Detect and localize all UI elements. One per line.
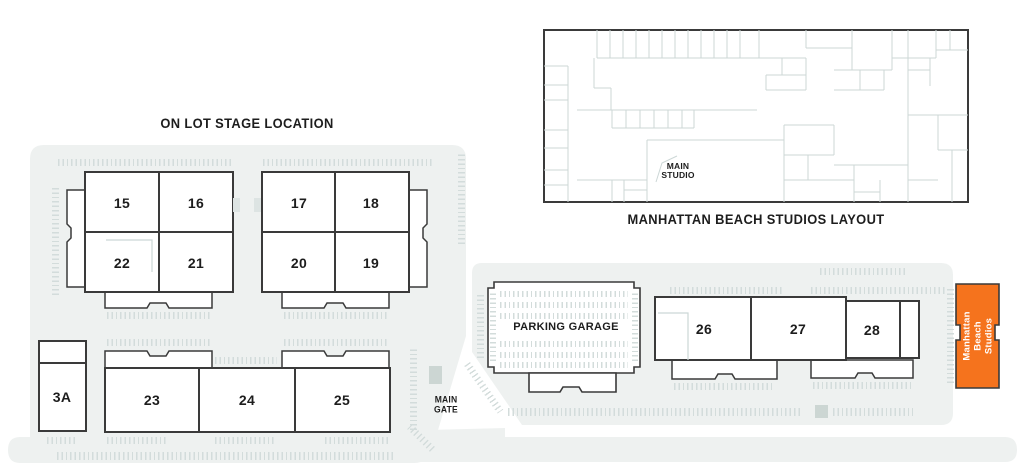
stage-label-19: 19: [362, 255, 380, 271]
garage-row-hatch: [500, 362, 628, 368]
service-road-band: [410, 437, 1017, 462]
road-merge-fill: [426, 428, 505, 440]
stage-label-16: 16: [187, 195, 205, 211]
stage-dock-north: [281, 350, 390, 369]
garage-row-hatch: [500, 313, 628, 319]
main-studio-line2: STUDIO: [661, 170, 695, 180]
garage-row-hatch: [500, 302, 628, 308]
parking-row-hatch: [215, 357, 277, 364]
stage-label-23: 23: [143, 392, 161, 408]
parking-row-hatch: [57, 452, 393, 460]
stage-dock-south: [671, 359, 778, 380]
stage-label-22: 22: [113, 255, 131, 271]
stage-block-23-25: [104, 350, 391, 433]
parking-row-hatch: [107, 339, 212, 346]
mbs-badge-line1: Manhattan Beach: [961, 311, 984, 361]
on-lot-title: ON LOT STAGE LOCATION: [160, 115, 334, 131]
main-studio-label: MAIN STUDIO: [661, 162, 694, 180]
garage-col-hatch: [632, 293, 638, 361]
parking-row-hatch: [58, 159, 233, 166]
parking-row-hatch: [284, 312, 387, 319]
stage-label-24: 24: [238, 392, 256, 408]
stage-block-15-22: [66, 171, 234, 309]
parking-row-hatch: [820, 268, 907, 275]
parking-row-hatch: [813, 382, 913, 389]
parking-row-hatch: [508, 408, 803, 416]
parking-row-hatch: [284, 339, 387, 346]
garage-col-hatch: [490, 293, 496, 361]
service-gate-booth: [815, 405, 828, 418]
stage-dock-south: [281, 291, 390, 309]
garage-row-hatch: [500, 341, 628, 347]
stage-annex-west: [66, 189, 86, 288]
main-gate-line1: MAIN: [434, 394, 458, 405]
garage-row-hatch: [500, 352, 628, 358]
stage-label-25: 25: [333, 392, 351, 408]
layout-caption: MANHATTAN BEACH STUDIOS LAYOUT: [627, 211, 885, 227]
parking-row-hatch: [410, 348, 417, 430]
parking-row-hatch: [477, 293, 484, 358]
mbs-badge-label: Manhattan Beach Studios: [962, 311, 995, 360]
parking-row-hatch: [833, 408, 913, 416]
garage-row-hatch: [500, 291, 628, 297]
garage-dock-south: [528, 372, 617, 393]
parking-row-hatch: [107, 437, 167, 444]
stage-side-tab: [233, 198, 240, 212]
main-gate-booth: [429, 366, 442, 384]
stage-dock-north: [104, 350, 213, 369]
stage-block-17-20: [261, 171, 428, 309]
parking-garage-label: PARKING GARAGE: [513, 321, 619, 333]
stage-dock-south: [104, 291, 213, 309]
parking-row-hatch: [674, 383, 774, 390]
parking-row-hatch: [325, 437, 389, 444]
parking-row-hatch: [670, 287, 782, 294]
stage-label-15: 15: [113, 195, 131, 211]
stage-label-26: 26: [695, 321, 713, 337]
mbs-badge: [955, 283, 1000, 389]
stage-side-tab: [254, 198, 261, 212]
mbs-badge-line2: Studios: [983, 317, 995, 355]
parking-row-hatch: [52, 185, 59, 295]
parking-row-hatch: [947, 287, 954, 383]
stage-label-28: 28: [863, 322, 881, 338]
stage-label-3a: 3A: [52, 389, 72, 405]
stage-dock-south: [810, 359, 914, 379]
studio-layout-panel: [543, 29, 969, 203]
main-studio-line1: MAIN: [666, 161, 690, 171]
parking-row-hatch: [107, 312, 212, 319]
parking-row-hatch: [458, 152, 465, 244]
stage-block-26-28: [654, 296, 920, 380]
parking-row-hatch: [811, 287, 947, 294]
parking-row-hatch: [47, 437, 75, 444]
parking-row-hatch: [215, 437, 275, 444]
floor-plan-lines: [544, 30, 968, 202]
stage-label-21: 21: [187, 255, 205, 271]
stage-label-18: 18: [362, 195, 380, 211]
main-gate-line2: GATE: [434, 404, 458, 414]
stage-block-3a: [38, 340, 87, 432]
main-gate-label: MAIN GATE: [434, 394, 458, 415]
stage-label-17: 17: [290, 195, 308, 211]
stage-label-20: 20: [290, 255, 308, 271]
stage-label-27: 27: [789, 321, 807, 337]
parking-row-hatch: [263, 159, 433, 166]
stage-annex-east: [408, 189, 428, 288]
